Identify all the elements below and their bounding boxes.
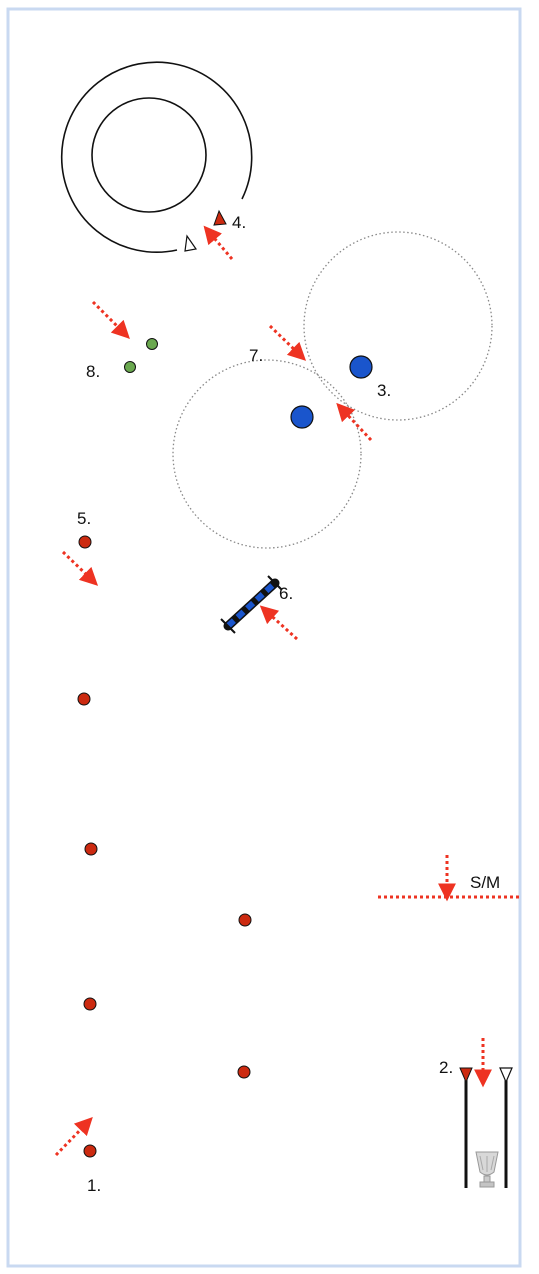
pole-obstacle: 6. <box>220 575 299 641</box>
gate-markers: 8. <box>86 300 158 381</box>
dotted-circle <box>303 231 493 421</box>
ring-obstacle: 4. <box>60 61 253 260</box>
pole-stand <box>267 575 283 591</box>
green-marker <box>146 338 158 350</box>
obstacle-label-8: 8. <box>86 362 100 381</box>
inner-ring <box>91 97 207 213</box>
direction-arrow <box>61 550 99 586</box>
obstacle-label-7: 7. <box>249 346 263 365</box>
direction-arrow <box>268 324 307 361</box>
red-pylon <box>83 1144 97 1158</box>
direction-arrow <box>54 1116 93 1157</box>
obstacle-label-2: 2. <box>439 1058 453 1077</box>
pole-stand <box>220 618 236 634</box>
red-pylon <box>84 842 98 856</box>
red-pylon <box>238 913 252 927</box>
direction-arrow <box>91 300 130 339</box>
obstacle-label-6: 6. <box>279 584 293 603</box>
obstacle-label-1: 1. <box>87 1176 101 1195</box>
green-marker <box>124 361 136 373</box>
start-finish-line: S/M <box>378 855 520 902</box>
red-pylon <box>83 997 97 1011</box>
start-finish-label: S/M <box>470 873 500 892</box>
white-flag-icon <box>499 1067 513 1084</box>
pole-stripes <box>225 580 278 629</box>
red-flag-icon <box>459 1067 473 1084</box>
ball-circles: 3. 7. <box>172 231 493 549</box>
direction-arrow <box>336 402 373 442</box>
cup-gate-obstacle: 2. <box>439 1038 513 1188</box>
obstacle-label-3: 3. <box>377 381 391 400</box>
obstacle-label-4: 4. <box>232 213 246 232</box>
blue-ball <box>290 405 314 429</box>
direction-arrow <box>259 605 299 641</box>
obstacle-label-5: 5. <box>77 509 91 528</box>
dotted-circle <box>172 359 362 549</box>
blue-ball <box>349 355 373 379</box>
trophy-cup-icon <box>475 1151 499 1188</box>
white-flag-icon <box>184 234 198 252</box>
red-pylon <box>77 692 91 706</box>
course-frame <box>6 7 522 1268</box>
red-flag-icon <box>213 209 227 226</box>
outer-ring <box>60 61 253 253</box>
slalom-pylons: 5. 1. <box>54 509 252 1195</box>
red-pylon <box>78 535 92 549</box>
red-pylon <box>237 1065 251 1079</box>
